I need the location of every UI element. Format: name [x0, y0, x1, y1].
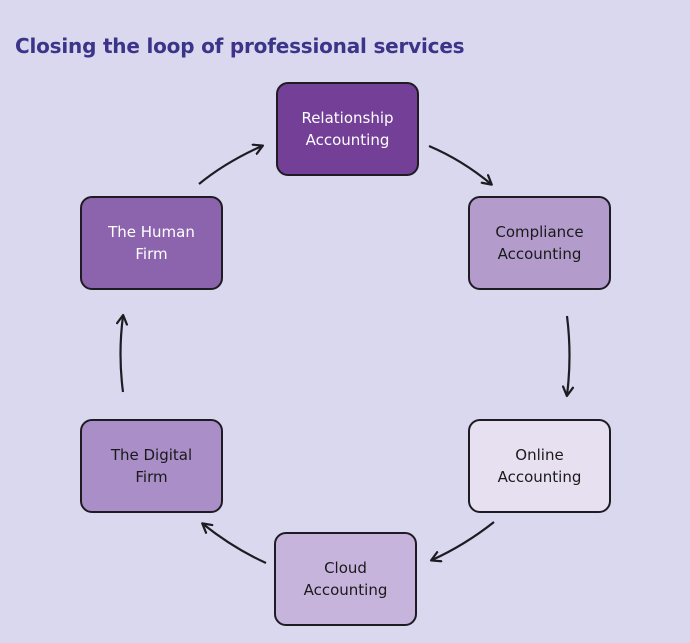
- node-compliance-accounting: Compliance Accounting: [468, 196, 611, 290]
- arrow-online-to-cloud: [432, 521, 495, 560]
- arrow-cloud-to-digital: [203, 524, 267, 565]
- arrow-digital-to-human: [121, 316, 124, 393]
- arrow-compliance-to-online: [567, 315, 570, 395]
- arrow-relationship-to-compliance: [428, 144, 491, 184]
- arrow-human-to-relationship: [198, 146, 262, 185]
- node-label: Relationship Accounting: [301, 109, 394, 149]
- node-label: Online Accounting: [497, 446, 582, 486]
- node-relationship-accounting: Relationship Accounting: [276, 82, 419, 176]
- node-label: Cloud Accounting: [303, 559, 388, 599]
- node-label: The Digital Firm: [110, 446, 193, 486]
- node-the-human-firm: The Human Firm: [80, 196, 223, 290]
- node-cloud-accounting: Cloud Accounting: [274, 532, 417, 626]
- node-label: The Human Firm: [108, 223, 195, 263]
- node-the-digital-firm: The Digital Firm: [80, 419, 223, 513]
- node-online-accounting: Online Accounting: [468, 419, 611, 513]
- diagram-title: Closing the loop of professional service…: [15, 34, 465, 58]
- node-label: Compliance Accounting: [495, 223, 584, 263]
